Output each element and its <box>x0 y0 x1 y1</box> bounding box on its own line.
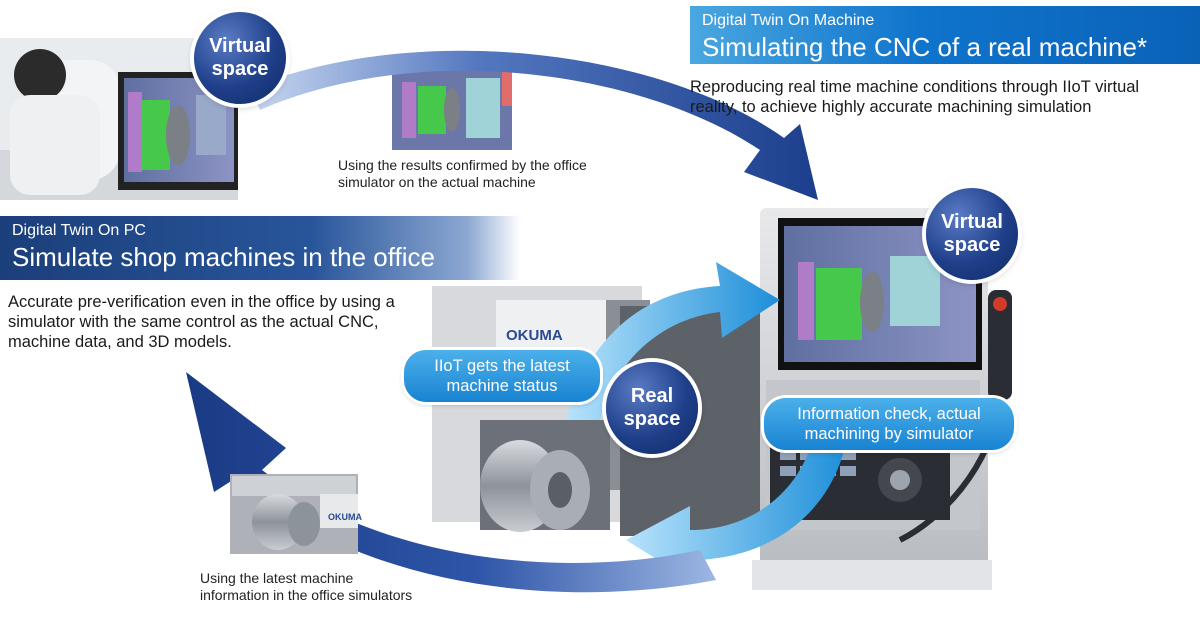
digital-twin-pc-banner: Digital Twin On PC Simulate shop machine… <box>0 216 520 280</box>
bubble-text-line2: space <box>211 58 269 80</box>
okuma-machine-logo: OKUMA <box>506 327 563 344</box>
simulator-cycle-arrow <box>626 400 851 580</box>
banner-machine-subtitle: Digital Twin On Machine <box>702 12 875 29</box>
top-flow-arrow <box>250 50 818 200</box>
simulator-check-label: Information check, actual machining by s… <box>764 398 1014 450</box>
iiot-cycle-arrow <box>566 262 780 420</box>
banner-machine-title: Simulating the CNC of a real machine* <box>702 32 1148 62</box>
latest-info-caption: Using the latest machine information in … <box>200 570 413 603</box>
bubble-text-line2: space <box>623 408 681 430</box>
machine-spindle-photo <box>230 474 358 554</box>
bubble-text-line1: Real <box>630 385 674 407</box>
pc-description: Accurate pre-verification even in the of… <box>8 293 395 351</box>
iiot-status-label: IIoT gets the latest machine status <box>404 350 600 402</box>
machine-description: Reproducing real time machine conditions… <box>690 78 1140 116</box>
simulator-screenshot <box>392 66 512 150</box>
bottom-flow-arrow <box>186 372 716 593</box>
banner-pc-title: Simulate shop machines in the office <box>12 242 435 272</box>
real-space-bubble: Real space <box>606 362 698 454</box>
bubble-text-line1: Virtual <box>941 211 1003 233</box>
virtual-space-bubble-machine: Virtual space <box>926 188 1018 280</box>
bubble-text-line1: Virtual <box>209 35 271 57</box>
banner-pc-subtitle: Digital Twin On PC <box>12 222 146 239</box>
office-simulator-caption: Using the results confirmed by the offic… <box>338 157 587 190</box>
virtual-space-bubble-office: Virtual space <box>194 12 286 104</box>
bubble-text-line2: space <box>943 234 1001 256</box>
okuma-photo-logo: OKUMA <box>328 512 362 522</box>
digital-twin-machine-banner: Digital Twin On Machine Simulating the C… <box>690 6 1200 64</box>
